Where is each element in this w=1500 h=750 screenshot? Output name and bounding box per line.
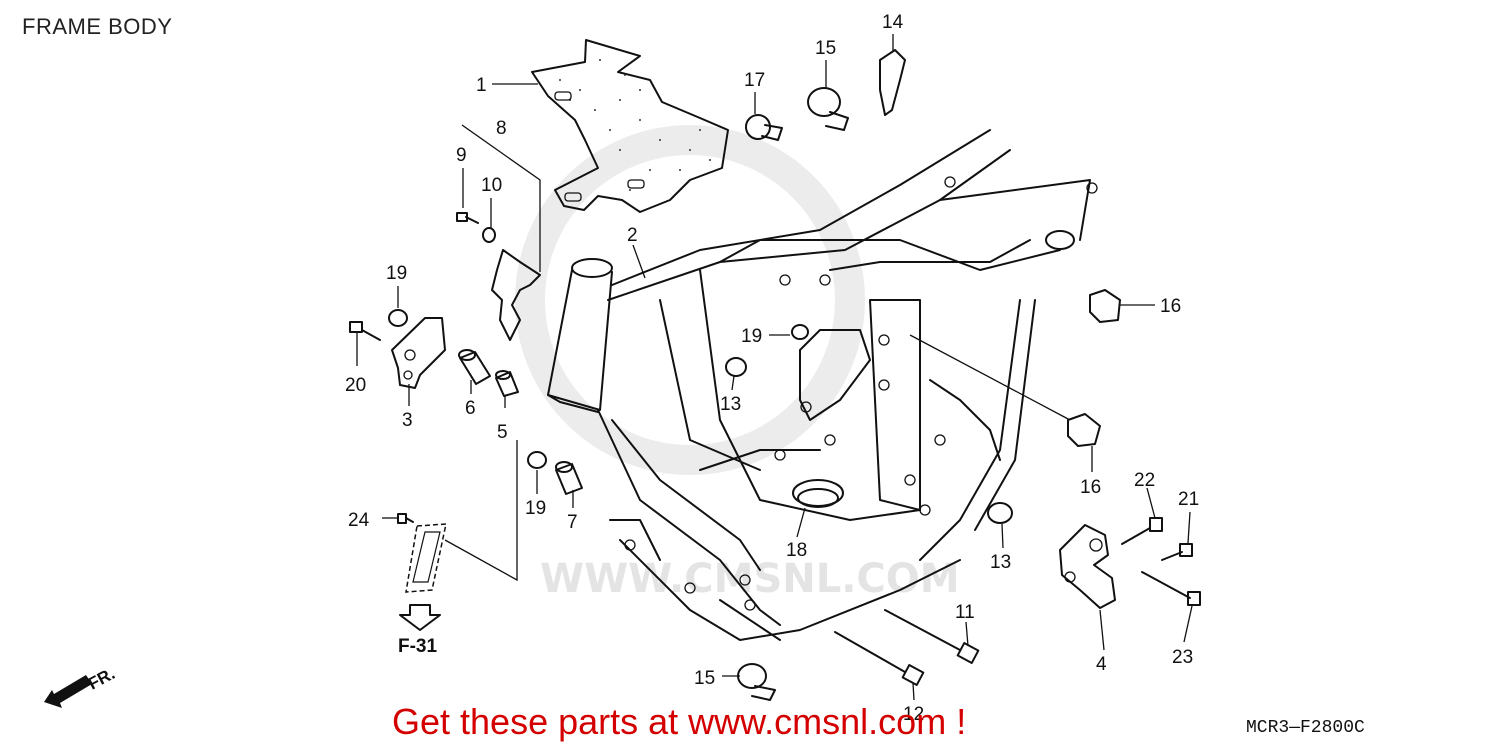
- part-15-clamp-b: [737, 663, 776, 701]
- page-title: FRAME BODY: [22, 14, 173, 39]
- callout-11: 11: [955, 602, 975, 623]
- part-18-clamp: [792, 479, 844, 508]
- part-4-bracket: [1059, 524, 1116, 609]
- leader-lines: [356, 34, 1193, 701]
- part-24-screw: [397, 513, 414, 524]
- f31-label: F-31: [398, 636, 438, 657]
- part-23-bolt: [1141, 571, 1201, 606]
- part-3-bracket: [391, 317, 446, 389]
- front-direction-arrow: [44, 675, 92, 708]
- watermark: WWW.CMSNL.COM: [515, 125, 960, 602]
- part-20-bolt: [349, 321, 381, 341]
- callout-18: 18: [786, 540, 807, 561]
- callout-16b: 16: [1080, 477, 1101, 498]
- callout-23: 23: [1172, 647, 1193, 668]
- part-12-bolt: [834, 631, 925, 686]
- part-14-band: [879, 49, 906, 116]
- callout-21: 21: [1178, 489, 1199, 510]
- callout-12: 12: [903, 704, 924, 725]
- callout-20: 20: [345, 375, 366, 396]
- callout-4: 4: [1096, 654, 1107, 675]
- callout-14: 14: [882, 12, 904, 33]
- callout-10: 10: [481, 175, 502, 196]
- callout-9: 9: [456, 145, 467, 166]
- part-8-bracket: [491, 249, 541, 341]
- callout-15a: 15: [815, 38, 836, 59]
- part-13-grommet: [725, 357, 747, 377]
- callout-13b: 13: [990, 552, 1011, 573]
- callout-15b: 15: [694, 668, 715, 689]
- callout-7: 7: [567, 512, 578, 533]
- promo-banner-text: Get these parts at www.cmsnl.com !: [392, 701, 967, 742]
- part-11-bolt: [884, 609, 980, 664]
- part-19-nut-c: [527, 451, 547, 469]
- callout-19b: 19: [741, 326, 762, 347]
- callout-6: 6: [465, 398, 476, 419]
- part-6-collar: [458, 349, 491, 385]
- part-7-collar: [555, 461, 583, 495]
- part-13-grommet-b: [987, 502, 1013, 524]
- callout-22: 22: [1134, 470, 1155, 491]
- callout-5: 5: [497, 422, 508, 443]
- diagram-code: MCR3—F2800C: [1246, 718, 1365, 738]
- callout-8: 8: [496, 118, 507, 139]
- callout-labels: 1 2 3 4 5 6 7 8 9 10 11 12 13 13 14 15 1…: [85, 12, 1199, 725]
- f31-reference: [399, 523, 447, 631]
- callout-16a: 16: [1160, 296, 1181, 317]
- part-1-plate: [531, 39, 729, 213]
- part-9-bolt: [456, 212, 479, 224]
- part-19-nut-b: [791, 324, 809, 340]
- callout-24: 24: [348, 510, 370, 531]
- front-direction-label: FR.: [85, 664, 118, 694]
- part-15-clamp: [807, 87, 849, 131]
- part-16-clamp-b: [1067, 413, 1101, 447]
- part-16-clamp: [1089, 289, 1121, 323]
- part-10-washer: [482, 227, 496, 243]
- callout-19c: 19: [525, 498, 546, 519]
- part-21-bolt: [1161, 543, 1193, 561]
- callout-19a: 19: [386, 263, 407, 284]
- callout-3: 3: [402, 410, 413, 431]
- callout-2: 2: [627, 225, 638, 246]
- callout-1: 1: [476, 75, 487, 96]
- part-5-collar: [495, 370, 519, 397]
- part-17-clamp: [745, 114, 783, 141]
- callout-13a: 13: [720, 394, 741, 415]
- part-22-bolt: [1121, 517, 1163, 545]
- part-2-frame: [547, 129, 1098, 641]
- part-19-nut: [388, 309, 408, 327]
- callout-17: 17: [744, 70, 765, 91]
